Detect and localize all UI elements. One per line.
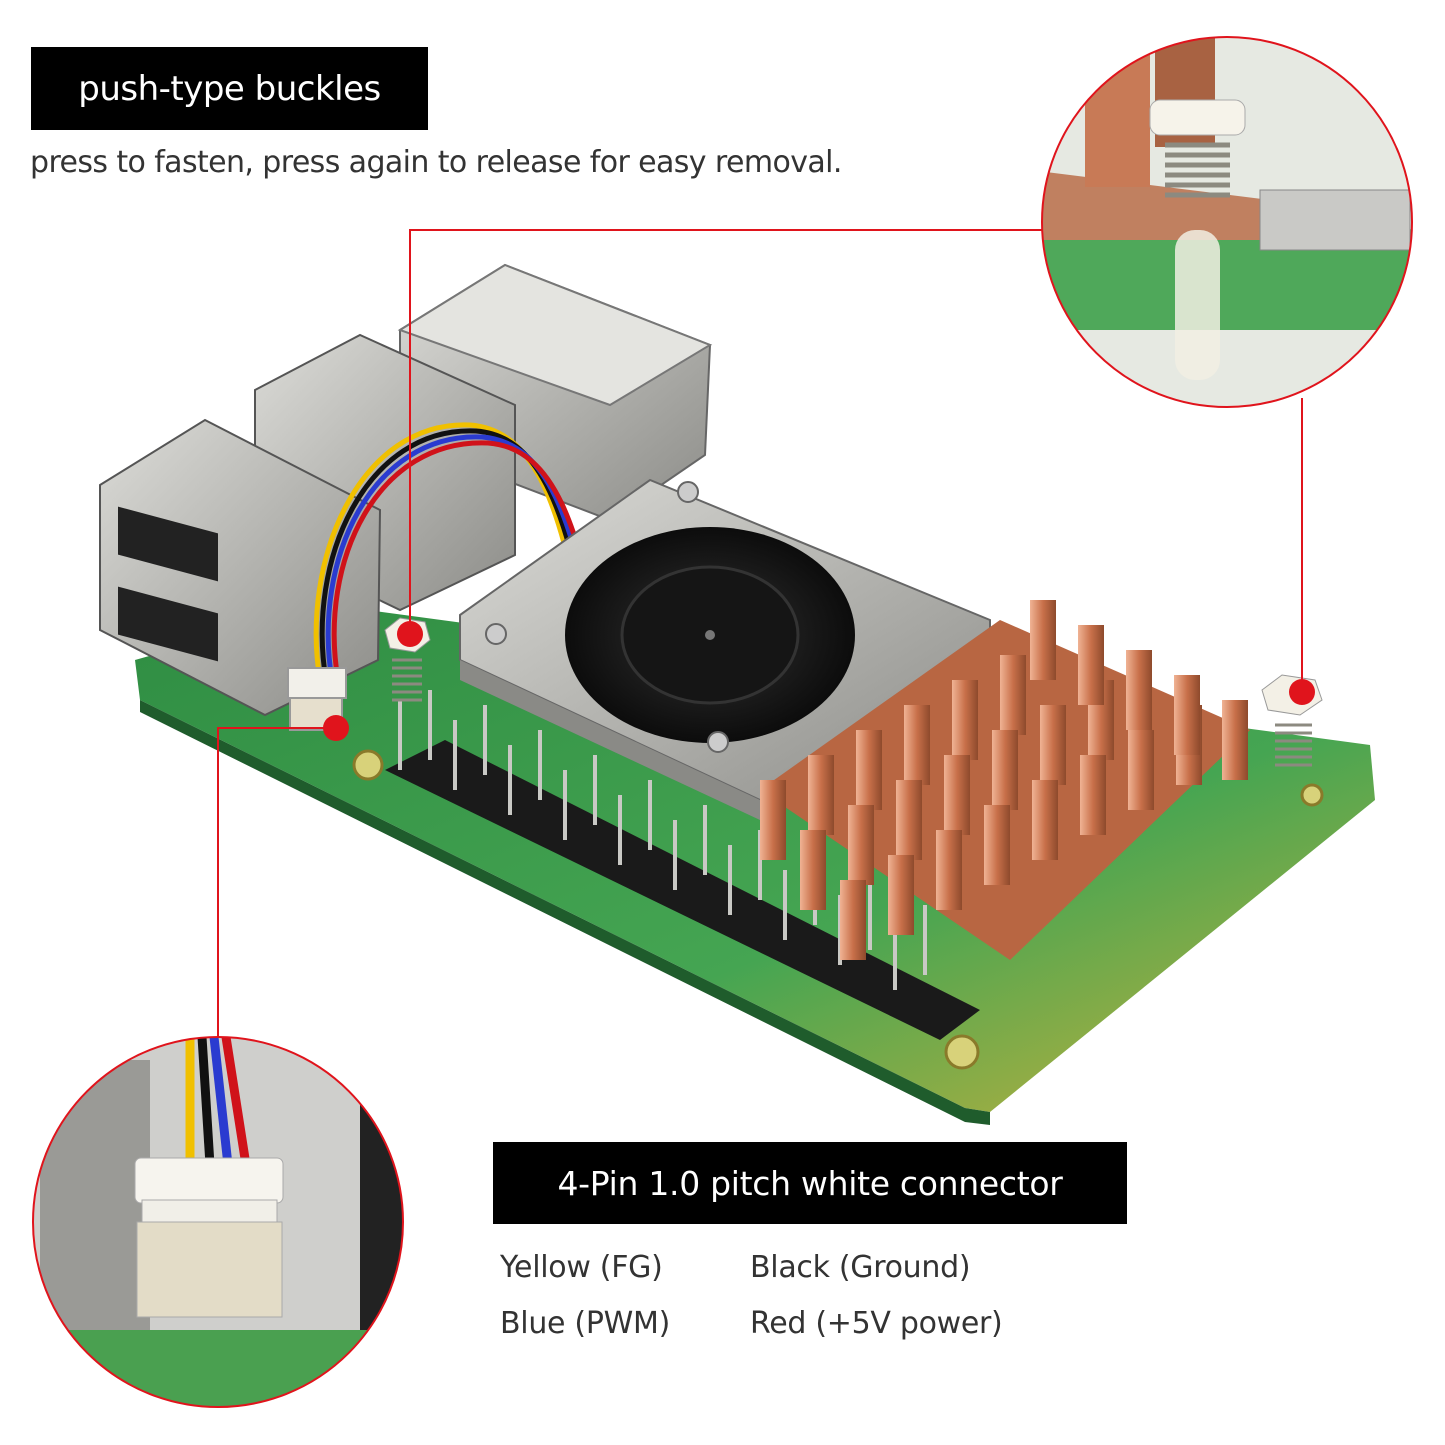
buckle-zoom-circle bbox=[1041, 36, 1413, 408]
callout-lines bbox=[217, 229, 1303, 1037]
wire-label-black: Black (Ground) bbox=[750, 1250, 971, 1285]
connector-title-label: 4-Pin 1.0 pitch white connector bbox=[493, 1142, 1127, 1224]
subtitle: press to fasten, press again to release … bbox=[30, 145, 842, 180]
callout-dot-connector bbox=[323, 715, 349, 741]
wire-label-red: Red (+5V power) bbox=[750, 1306, 1003, 1341]
wire-label-blue: Blue (PWM) bbox=[500, 1306, 670, 1341]
cooler-fan-icon bbox=[459, 478, 991, 820]
gpio-header bbox=[385, 690, 980, 1040]
wire-label-yellow: Yellow (FG) bbox=[500, 1250, 663, 1285]
connector-zoom-circle bbox=[32, 1036, 404, 1408]
fan-connector-icon bbox=[287, 667, 347, 731]
callout-dot-left-buckle bbox=[397, 621, 423, 647]
title-label: push-type buckles bbox=[31, 47, 428, 130]
callout-dot-right-buckle bbox=[1289, 679, 1315, 705]
copper-heatsink-icon bbox=[760, 600, 1250, 960]
